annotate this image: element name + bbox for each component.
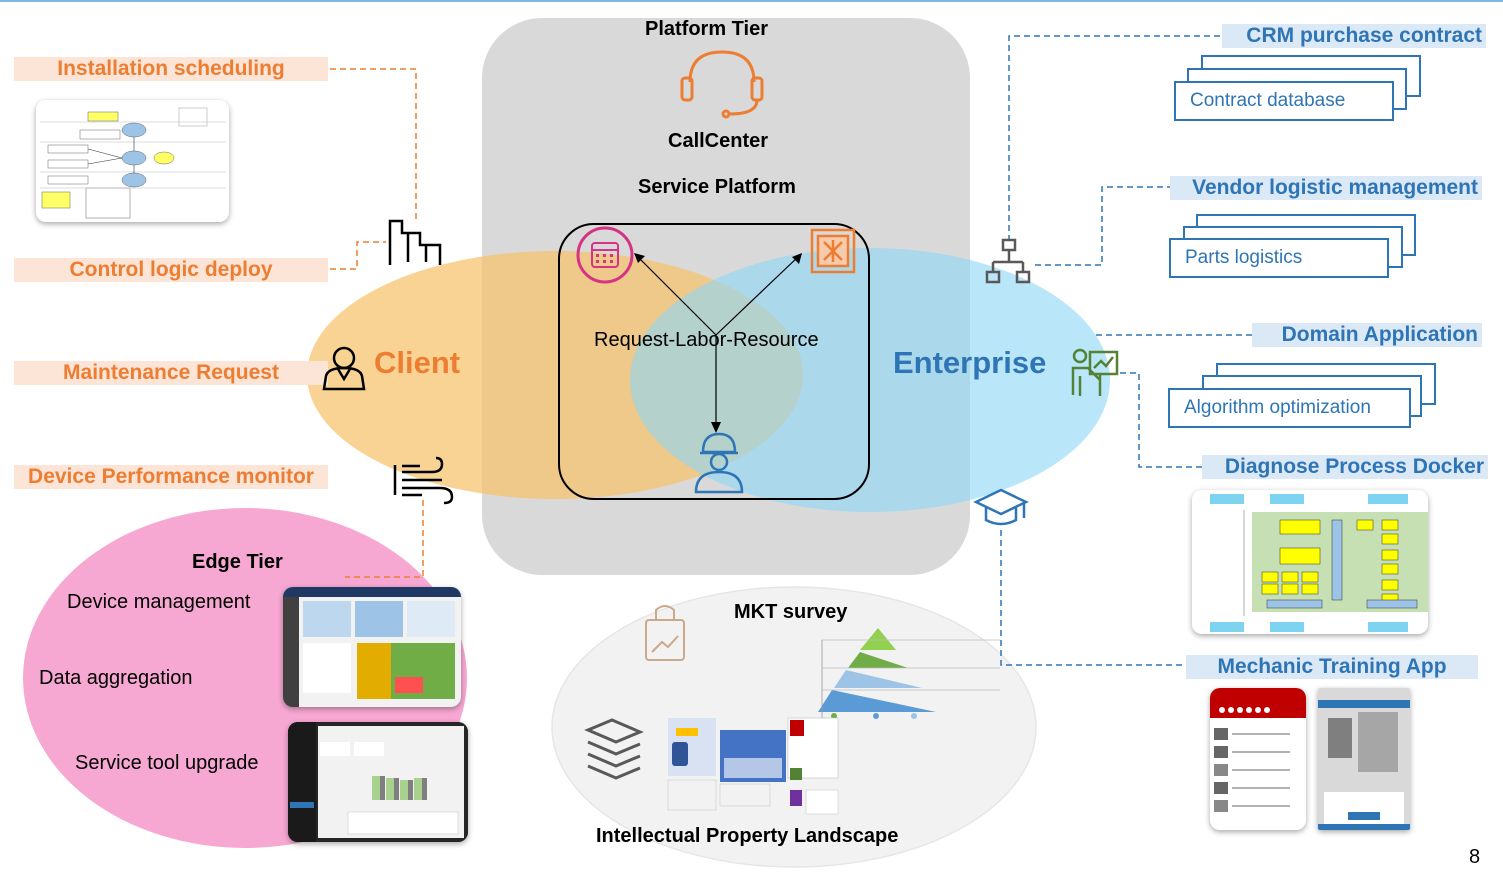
mkt-survey-label: MKT survey [734, 601, 848, 623]
enterprise-label-mechanic: Mechanic Training App [1186, 655, 1478, 679]
client-title: Client [374, 345, 461, 380]
client-label-control-logic: Control logic deploy [14, 258, 328, 282]
client-label-installation: Installation scheduling [14, 57, 328, 81]
client-label-maintenance: Maintenance Request [14, 361, 328, 385]
service-platform-box [558, 223, 870, 500]
mechanic-app-thumbnail-2 [1318, 688, 1410, 830]
algorithm-optimization-box: Algorithm optimization [1168, 388, 1411, 428]
docker-diagram-thumbnail [1192, 490, 1428, 634]
platform-tier-title: Platform Tier [645, 18, 768, 40]
rlr-label: Request-Labor-Resource [594, 329, 819, 351]
client-label-performance: Device Performance monitor [14, 465, 328, 489]
enterprise-connectors [1000, 35, 1252, 666]
client-connectors [330, 68, 424, 578]
rlr-arrows [635, 254, 801, 430]
service-platform-label: Service Platform [638, 176, 796, 198]
edge-tier-title: Edge Tier [192, 551, 283, 573]
fault-detection-dashboard-thumbnail [283, 587, 461, 707]
enterprise-label-domain: Domain Application [1252, 323, 1482, 347]
edge-item-service-tool-upgrade: Service tool upgrade [75, 752, 259, 774]
ip-landscape-label: Intellectual Property Landscape [596, 825, 899, 847]
enterprise-label-diagnose: Diagnose Process Docker [1202, 455, 1488, 479]
enterprise-label-vendor: Vendor logistic management [1170, 176, 1482, 200]
mechanic-app-thumbnail-1 [1210, 688, 1306, 830]
callcenter-label: CallCenter [668, 130, 769, 152]
page-number: 8 [1469, 846, 1481, 868]
edge-item-device-management: Device management [67, 591, 251, 613]
installation-flowchart-thumbnail [36, 100, 229, 222]
rlr-arrowheads [634, 253, 802, 433]
enterprise-label-crm: CRM purchase contract [1222, 24, 1486, 48]
edge-item-data-aggregation: Data aggregation [39, 667, 193, 689]
enterprise-title: Enterprise [893, 345, 1047, 380]
model-training-dashboard-thumbnail [288, 722, 468, 842]
contract-database-box: Contract database [1174, 81, 1394, 121]
parts-logistics-box: Parts logistics [1169, 238, 1389, 278]
